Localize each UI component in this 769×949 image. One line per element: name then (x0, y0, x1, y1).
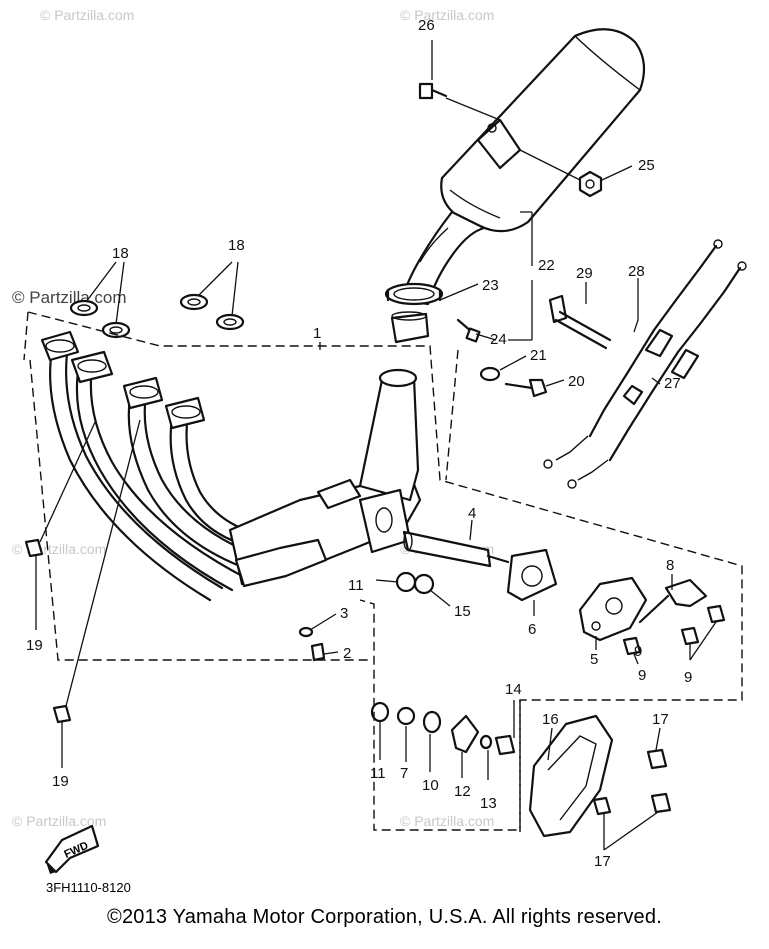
callout-12: 12 (454, 783, 471, 800)
nut-part-25 (578, 170, 603, 198)
bolt-part-14 (494, 734, 516, 756)
callout-10: 10 (422, 777, 439, 794)
washer-part-10 (422, 710, 442, 734)
bolt-part-26 (418, 82, 448, 100)
callout-29: 29 (576, 265, 593, 282)
leader-lines (35, 40, 717, 851)
callout-14: 14 (505, 681, 522, 698)
washer-part-3 (298, 626, 314, 638)
callout-16: 16 (542, 711, 559, 728)
rubber-part-11-lower (370, 701, 390, 723)
watermark-main: © Partzilla.com (12, 288, 127, 307)
shaft-part-4 (402, 530, 510, 568)
callout-11-upper: 11 (348, 577, 364, 594)
watermark-top-center: © Partzilla.com (400, 7, 494, 23)
collar-part-7 (396, 706, 416, 726)
diagram-code: 3FH1110-8120 (46, 880, 131, 895)
callout-26: 26 (418, 17, 435, 34)
callout-23: 23 (482, 277, 499, 294)
clamp-part-23 (384, 282, 444, 306)
callout-24: 24 (490, 331, 507, 348)
assembly-outline (23, 311, 743, 832)
watermark-bottom-center: © Partzilla.com (400, 813, 494, 829)
washer-part-21 (479, 366, 501, 382)
copyright-footer: ©2013 Yamaha Motor Corporation, U.S.A. A… (107, 906, 662, 928)
callout-3: 3 (340, 605, 348, 622)
lower-small-parts (370, 701, 516, 756)
callout-28: 28 (628, 263, 645, 280)
callout-18-left: 18 (112, 245, 129, 262)
callout-25: 25 (638, 157, 655, 174)
callout-17-upper: 17 (652, 711, 669, 728)
bolts-part-17 (592, 748, 672, 816)
callout-2: 2 (343, 645, 351, 662)
watermarks: © Partzilla.com © Partzilla.com © Partzi… (12, 7, 494, 829)
callout-27: 27 (664, 375, 681, 392)
callout-17-lower: 17 (594, 853, 611, 870)
gasket-sleeve (390, 311, 430, 344)
callout-20: 20 (568, 373, 585, 390)
washer-part-13 (479, 734, 493, 750)
callout-6: 6 (528, 621, 536, 638)
watermark-top-left: © Partzilla.com (40, 7, 134, 23)
fwd-arrow: FWD (44, 824, 100, 874)
muffler-part-22 (400, 28, 646, 306)
cables-part-27-28 (543, 239, 747, 489)
bolt-part-24 (456, 318, 481, 343)
exhaust-header-assembly (40, 330, 422, 602)
bolt-part-2 (310, 642, 326, 662)
screws-part-9 (622, 604, 726, 656)
callout-15: 15 (454, 603, 471, 620)
bolt-part-29 (548, 294, 612, 350)
callout-9-b: 9 (684, 669, 692, 686)
callout-11-lower: 11 (370, 765, 386, 782)
callout-22: 22 (538, 257, 555, 274)
callout-19-upper: 19 (26, 637, 43, 654)
callout-21: 21 (530, 347, 547, 364)
plate-part-6 (506, 548, 558, 602)
watermark-bottom-left: © Partzilla.com (12, 813, 106, 829)
callout-5: 5 (590, 651, 598, 668)
lever-part-8 (638, 578, 708, 624)
callout-4: 4 (468, 505, 476, 522)
callout-9-a: 9 (638, 667, 646, 684)
cover-part-16 (528, 714, 614, 838)
bracket-part-12 (450, 714, 480, 754)
callout-19-lower: 19 (52, 773, 69, 790)
bolt-part-20 (504, 378, 548, 398)
callout-7: 7 (400, 765, 408, 782)
nuts-part-19 (24, 538, 72, 724)
rubber-part-11-15 (395, 571, 435, 595)
valve-body-part-5 (578, 576, 648, 642)
callout-1: 1 (313, 325, 321, 342)
callout-13: 13 (480, 795, 497, 812)
callout-18-right: 18 (228, 237, 245, 254)
callout-8: 8 (666, 557, 674, 574)
callout-9-c: 9 (634, 643, 642, 660)
callout-labels: 1 2 3 4 5 6 7 8 9 9 9 10 11 11 12 13 14 … (26, 17, 692, 870)
